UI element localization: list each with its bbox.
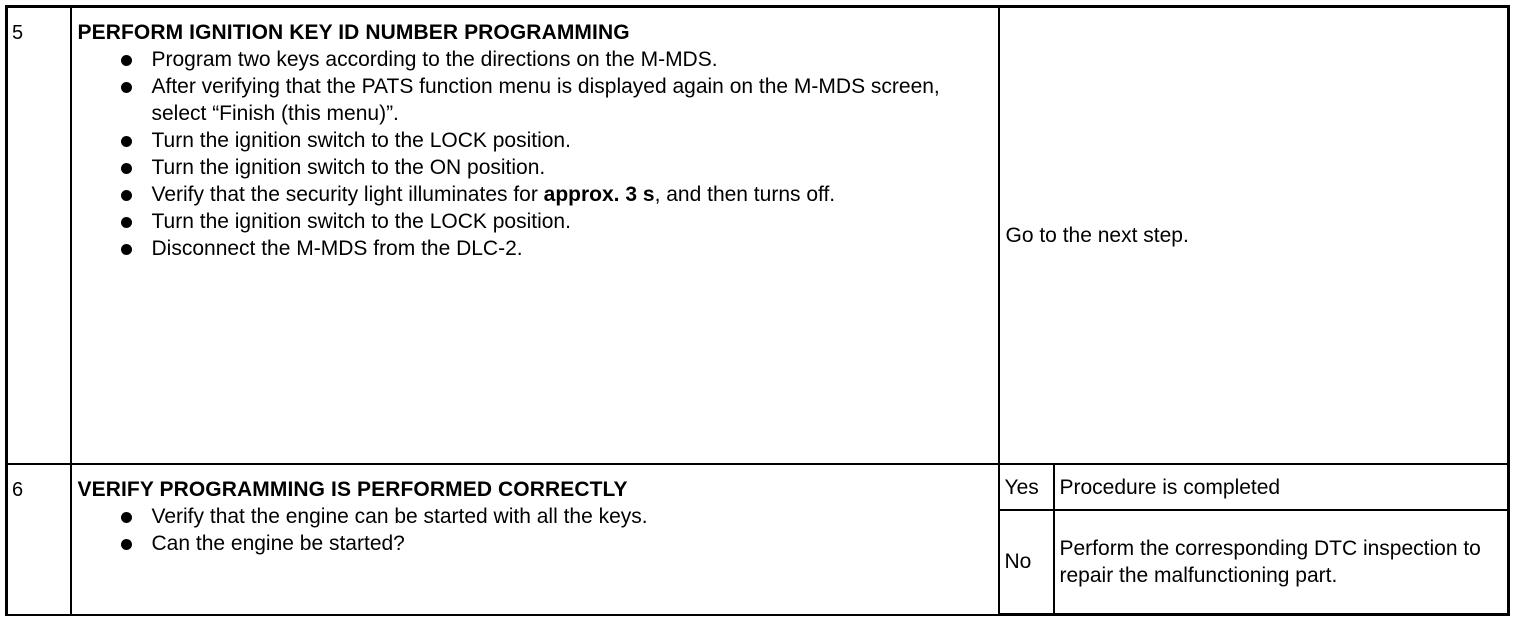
no-action: Perform the corresponding DTC inspection… <box>1059 536 1481 587</box>
verify-light-duration: approx. 3 s <box>543 183 655 206</box>
step-6-number-cell: 6 <box>5 462 72 616</box>
yes-action: Procedure is completed <box>1059 476 1281 499</box>
step-6-title: VERIFY PROGRAMMING IS PERFORMED CORRECTL… <box>77 477 628 501</box>
step-5-action-cell: Go to the next step. <box>997 5 1510 465</box>
no-action-cell: Perform the corresponding DTC inspection… <box>1052 508 1510 616</box>
step-5-number: 5 <box>12 22 24 44</box>
step-5-bullet: After verifying that the PATS function m… <box>120 73 998 127</box>
step-6-no-row: No Perform the corresponding DTC inspect… <box>7 508 1510 616</box>
step-5-action: Go to the next step. <box>1005 223 1189 247</box>
step-6-bullet: Can the engine be started? <box>120 530 998 557</box>
step-6-content-cell: VERIFY PROGRAMMING IS PERFORMED CORRECTL… <box>69 462 1000 616</box>
procedure-table: 5 PERFORM IGNITION KEY ID NUMBER PROGRAM… <box>5 5 1510 616</box>
step-5-bullet: Turn the ignition switch to the ON posit… <box>120 154 998 181</box>
step-5-number-cell: 5 <box>5 5 72 465</box>
step-6-number: 6 <box>12 478 24 501</box>
step-6-bullet: Verify that the engine can be started wi… <box>120 503 998 530</box>
verify-light-suffix: , and then turns off. <box>654 183 836 206</box>
step-5-bullet-list: Program two keys according to the direct… <box>72 46 998 262</box>
verify-light-prefix: Verify that the security light illuminat… <box>151 183 544 206</box>
yes-label: Yes <box>1004 476 1039 499</box>
step-5-bullet: Disconnect the M-MDS from the DLC-2. <box>120 235 998 262</box>
yes-label-cell: Yes <box>997 462 1055 511</box>
step-5-bullet: Program two keys according to the direct… <box>120 46 998 73</box>
step-5-bullet-verify-light: Verify that the security light illuminat… <box>120 181 998 208</box>
step-5-bullet: Turn the ignition switch to the LOCK pos… <box>120 127 998 154</box>
step-5-row: 5 PERFORM IGNITION KEY ID NUMBER PROGRAM… <box>5 5 1510 465</box>
step-5-bullet: Turn the ignition switch to the LOCK pos… <box>120 208 998 235</box>
step-6-yes-row: 6 VERIFY PROGRAMMING IS PERFORMED CORREC… <box>5 462 1510 616</box>
no-label-cell: No <box>997 508 1055 616</box>
yes-action-cell: Procedure is completed <box>1052 462 1510 511</box>
step-5-content-cell: PERFORM IGNITION KEY ID NUMBER PROGRAMMI… <box>69 5 1000 465</box>
step-5-title: PERFORM IGNITION KEY ID NUMBER PROGRAMMI… <box>77 21 630 44</box>
step-6-bullet-list: Verify that the engine can be started wi… <box>72 503 998 557</box>
no-label: No <box>1004 550 1032 574</box>
